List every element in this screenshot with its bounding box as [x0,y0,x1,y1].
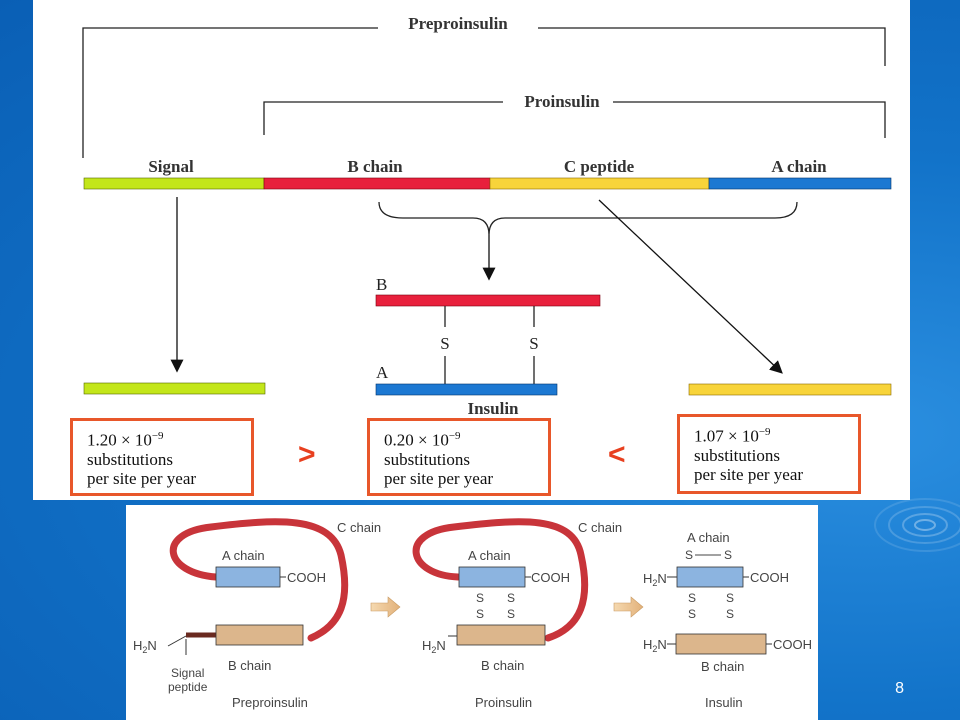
insulin-a-label: A [376,363,389,382]
c-peptide-rate-box: 1.07 × 10−9 substitutions per site per y… [677,414,861,494]
stage-transition-arrow-1 [370,596,401,618]
disulfide-right-s: S [529,334,538,353]
stage3-a-chain-box [676,566,744,588]
c-peptide-diagonal-arrow [598,199,783,374]
b-chain-label: B chain [347,157,403,176]
curly-brace [378,201,798,236]
stage2-b-chain-label: B chain [481,658,524,673]
proinsulin-bracket-left [263,101,503,135]
stage3-b-chain-box [675,633,767,655]
top-diagram-panel: Preproinsulin Proinsulin Signal B chain … [33,0,910,500]
stage2-c-chain-loop [412,518,589,642]
stage3-s-intra-left: S [685,548,693,562]
preproinsulin-bracket-right [538,27,886,66]
stage1-b-chain-label: B chain [228,658,271,673]
page-number: 8 [895,680,904,697]
stage3-s-left-1: S [688,591,696,605]
proinsulin-label: Proinsulin [524,92,600,111]
stage2-h2n-label: H2N [422,638,446,655]
stage2-a-chain-box [458,566,526,588]
bottom-diagram-panel: C chain A chain COOH H2N B chain Signal … [126,505,818,720]
stage3-a-chain-label: A chain [687,530,730,545]
stage2-name: Proinsulin [475,695,532,710]
stage2-cooh-label: COOH [531,570,570,585]
stage3-s-intra-right: S [724,548,732,562]
disulfide-left-s: S [440,334,449,353]
a-chain-label: A chain [771,157,827,176]
stage3-b-chain-label: B chain [701,659,744,674]
stage2-c-chain-label: C chain [578,520,622,535]
greater-than-sign: > [298,438,316,471]
signal-rate-box: 1.20 × 10−9 substitutions per site per y… [70,418,254,496]
c-peptide-result-bar [688,383,892,396]
stage-transition-arrow-2 [613,596,644,618]
stage3-s-left-2: S [688,607,696,621]
insulin-b-label: B [376,275,387,294]
stage3-h2n-bottom: H2N [643,637,667,654]
stage3-cooh-top: COOH [750,570,789,585]
signal-result-bar [83,382,266,395]
ripple-decoration [874,498,960,552]
stage1-name: Preproinsulin [232,695,308,710]
stage3-h2n-top: H2N [643,571,667,588]
stage2-s-right-2: S [507,607,515,621]
stage1-c-chain-loop [169,518,349,642]
insulin-maturation-diagram: C chain A chain COOH H2N B chain Signal … [133,518,812,710]
a-chain-segment [708,177,892,190]
signal-label: Signal [148,157,194,176]
signal-peptide-label-line2: peptide [168,680,208,694]
c-peptide-segment [489,177,710,190]
stage2-s-right-1: S [507,591,515,605]
stage1-c-chain-label: C chain [337,520,381,535]
stage1-h2n-label: H2N [133,638,157,655]
insulin-b-bar [375,294,601,307]
stage1-a-chain-box [215,566,281,588]
proinsulin-bracket-right [613,101,886,138]
signal-peptide-label-line1: Signal [171,666,204,680]
c-peptide-label: C peptide [564,157,635,176]
insulin-label: Insulin [467,399,519,418]
preproinsulin-processing-diagram: Preproinsulin Proinsulin Signal B chain … [82,14,892,418]
stage2-s-left-2: S [476,607,484,621]
stage3-s-right-2: S [726,607,734,621]
stage1-cooh-label: COOH [287,570,326,585]
insulin-rate-box: 0.20 × 10−9 substitutions per site per y… [367,418,551,496]
preproinsulin-bracket-left [82,27,378,158]
stage3-cooh-bottom: COOH [773,637,812,652]
stage2-b-chain-box [456,624,546,646]
b-chain-segment [263,177,491,190]
stage1-b-chain-box [215,624,304,646]
stage3-s-right-1: S [726,591,734,605]
stage2-a-chain-label: A chain [468,548,511,563]
insulin-a-bar [375,383,558,396]
signal-segment [83,177,265,190]
preproinsulin-label: Preproinsulin [408,14,508,33]
stage1-a-chain-label: A chain [222,548,265,563]
less-than-sign: < [608,438,626,471]
stage2-s-left-1: S [476,591,484,605]
stage3-name: Insulin [705,695,743,710]
